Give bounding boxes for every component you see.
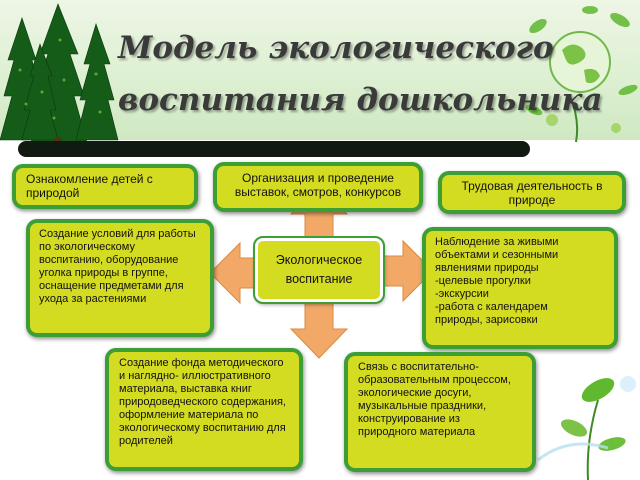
fir-trees-illustration bbox=[0, 3, 119, 148]
eco-globe-illustration bbox=[525, 6, 638, 143]
slide-title-line-1: Модель экологического bbox=[118, 30, 554, 66]
box-nature-familiarization-text: Ознакомление детей с природой bbox=[26, 172, 153, 200]
box-nature-familiarization: Ознакомление детей с природой bbox=[12, 164, 198, 209]
arrow-right bbox=[382, 239, 434, 303]
box-methodical-fund-text: Создание фонда методического и наглядно-… bbox=[119, 357, 286, 447]
box-exhibitions-contests-text: Организация и проведение выставок, смотр… bbox=[234, 171, 402, 199]
box-observation-text: Наблюдение за живыми объектами и сезонны… bbox=[435, 236, 559, 326]
center-node-label: Экологическое воспитание bbox=[275, 253, 363, 286]
plant-sprout-illustration bbox=[537, 376, 636, 480]
box-observation: Наблюдение за живыми объектами и сезонны… bbox=[422, 227, 618, 349]
title-underline-bar bbox=[18, 141, 530, 157]
center-node-eco-education: Экологическое воспитание bbox=[253, 236, 385, 304]
box-conditions-for-work-text: Создание условий для работы по экологиче… bbox=[39, 228, 196, 305]
arrow-down bbox=[289, 301, 349, 359]
box-labor-in-nature: Трудовая деятельность в природе bbox=[438, 171, 626, 214]
box-methodical-fund: Создание фонда методического и наглядно-… bbox=[105, 348, 303, 471]
box-conditions-for-work: Создание условий для работы по экологиче… bbox=[26, 219, 214, 337]
box-educational-process-link-text: Связь с воспитательно- образовательным п… bbox=[358, 361, 511, 438]
arrow-left bbox=[209, 241, 256, 305]
box-educational-process-link: Связь с воспитательно- образовательным п… bbox=[344, 352, 536, 472]
box-labor-in-nature-text: Трудовая деятельность в природе bbox=[461, 179, 603, 207]
box-exhibitions-contests: Организация и проведение выставок, смотр… bbox=[213, 162, 423, 212]
slide-title-line-2: воспитания дошкольника bbox=[118, 82, 603, 118]
